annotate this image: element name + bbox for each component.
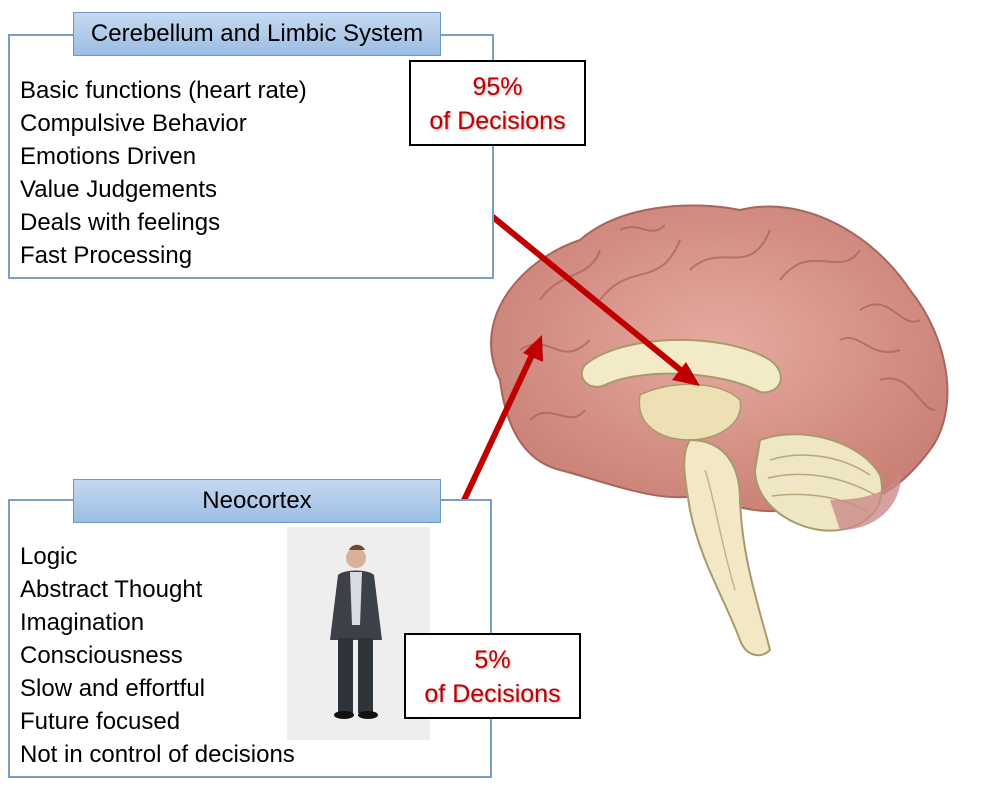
list-item: Compulsive Behavior bbox=[20, 110, 247, 137]
callout-text: of Decisions bbox=[429, 107, 566, 135]
callout-text: of Decisions bbox=[424, 680, 561, 708]
callout-95-percent: 95% of Decisions bbox=[409, 60, 586, 146]
neocortex-list: Logic Abstract Thought Imagination Consc… bbox=[20, 540, 295, 771]
list-item: Abstract Thought bbox=[20, 576, 203, 603]
thalamus bbox=[638, 383, 742, 441]
list-item: Consciousness bbox=[20, 642, 183, 669]
list-item: Basic functions (heart rate) bbox=[20, 77, 307, 104]
list-item: Future focused bbox=[20, 708, 181, 735]
callout-percent: 5% bbox=[474, 646, 511, 674]
list-item: Not in control of decisions bbox=[20, 741, 295, 768]
list-item: Deals with feelings bbox=[20, 209, 221, 236]
list-item: Fast Processing bbox=[20, 242, 193, 269]
limbic-system-title: Cerebellum and Limbic System bbox=[73, 12, 441, 56]
list-item: Emotions Driven bbox=[20, 143, 197, 170]
neocortex-title: Neocortex bbox=[73, 479, 441, 523]
brainstem bbox=[683, 438, 772, 657]
list-item: Imagination bbox=[20, 609, 145, 636]
arrow-limbic-to-brain bbox=[470, 197, 700, 386]
list-item: Logic bbox=[20, 543, 78, 570]
callout-percent: 95% bbox=[472, 73, 523, 101]
limbic-system-list: Basic functions (heart rate) Compulsive … bbox=[20, 74, 307, 272]
corpus-callosum bbox=[580, 338, 782, 394]
list-item: Value Judgements bbox=[20, 176, 218, 203]
brain-gyri bbox=[519, 224, 936, 421]
callout-5-percent: 5% of Decisions bbox=[404, 633, 581, 719]
list-item: Slow and effortful bbox=[20, 675, 206, 702]
occipital-lobe-lower bbox=[830, 470, 901, 530]
